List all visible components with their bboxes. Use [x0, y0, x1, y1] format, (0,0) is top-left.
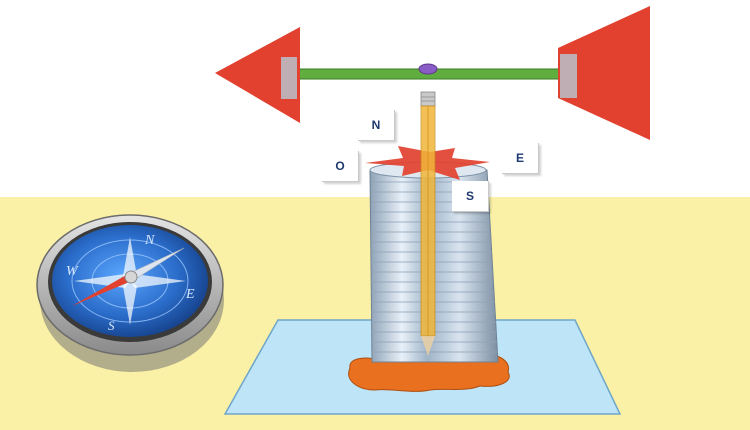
compass-needle-south — [72, 274, 134, 306]
left-tape — [281, 57, 297, 99]
label-card-west: O — [322, 151, 359, 182]
label-card-north: N — [358, 110, 395, 141]
compass: N W E S — [36, 214, 224, 372]
label-east-text: E — [515, 151, 524, 165]
compass-west-letter: W — [66, 264, 79, 279]
right-tape — [560, 54, 577, 98]
left-arrowhead — [215, 27, 300, 123]
right-tail — [558, 6, 650, 140]
pencil — [420, 91, 436, 356]
label-card-east: E — [502, 143, 539, 174]
compass-north-letter: N — [144, 233, 155, 248]
label-card-south: S — [452, 181, 489, 212]
compass-south-letter: S — [108, 318, 115, 333]
compass-east-letter: E — [185, 287, 195, 302]
label-south-text: S — [465, 189, 474, 203]
label-west-text: O — [335, 159, 345, 173]
pin-head — [418, 63, 438, 75]
label-north-text: N — [371, 118, 381, 132]
